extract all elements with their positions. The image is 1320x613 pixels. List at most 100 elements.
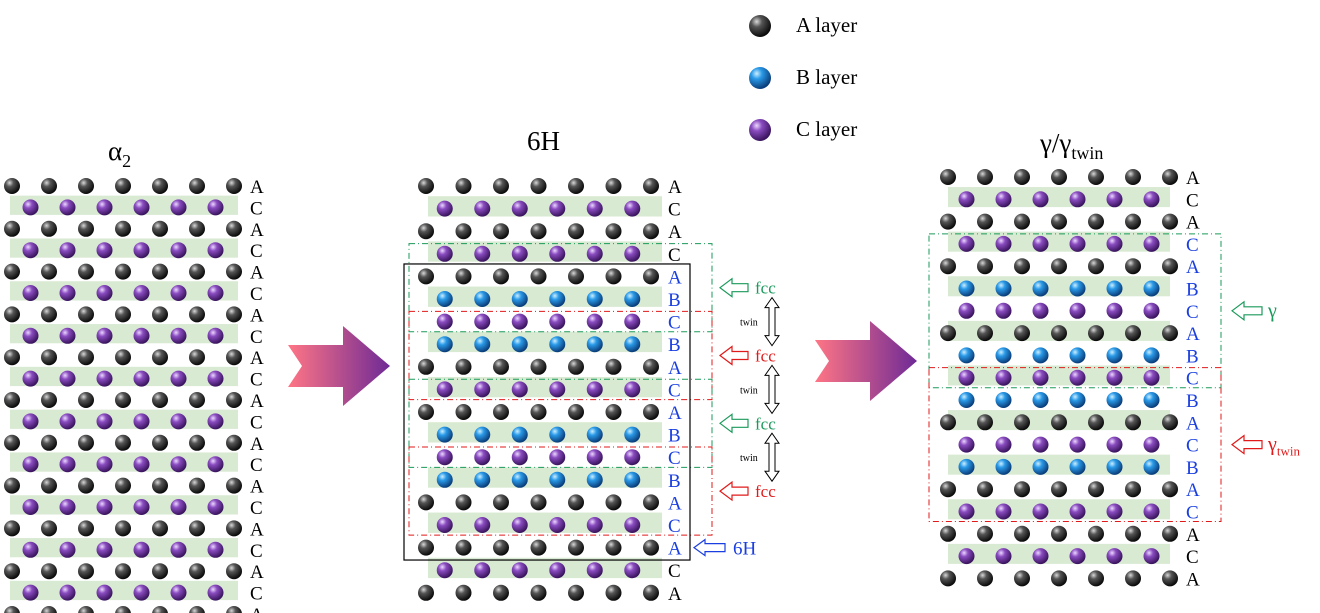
atom-a [1162,414,1178,431]
atom-a [418,539,434,556]
atom-a [4,392,20,408]
atom-a [605,404,622,420]
atom-a [226,477,242,494]
layer-label: A [668,177,682,198]
atom-c [958,548,975,565]
atom-b [474,426,491,443]
layer-label: C [250,327,263,348]
atom-a [940,414,956,431]
layer-label: A [250,305,264,326]
atom-a [977,213,993,230]
atom-a [530,268,547,285]
atom-b [1143,458,1160,475]
atom-a [115,434,131,451]
atom-a [643,178,659,194]
atom-c [96,285,113,301]
layer-band [10,409,238,429]
atom-c [133,456,150,473]
atom-a [1014,414,1030,431]
atom-c [511,517,528,533]
atom-b [1106,347,1123,364]
layer-label: C [250,370,263,391]
layer-label: B [668,426,681,447]
fcc-label: fcc [755,279,776,298]
layer-label: A [250,562,264,583]
layer-band [10,238,238,258]
atom-a [643,494,659,511]
fcc-label: fcc [755,482,776,501]
atom-a [189,178,205,194]
atom-a [1125,169,1141,185]
atom-a [78,434,94,451]
atom-a [977,414,993,431]
atom-c [1069,503,1086,520]
atom-c [549,313,566,330]
atom-a [41,392,57,408]
atom-c [958,369,975,386]
atom-c [995,369,1012,386]
layer-label: C [668,561,681,582]
layer-band [948,365,1170,386]
atom-a [1125,525,1141,542]
layer-label: A [250,434,264,455]
atom-a [115,563,131,580]
atom-c [133,541,150,558]
gamma-label: γtwin [1267,434,1300,459]
atom-c [59,413,76,430]
atom-a [493,358,509,375]
atom-a [605,584,622,601]
atom-a [115,349,131,366]
atom-c [59,199,76,216]
layer-label: B [1186,391,1199,412]
atom-b [958,347,975,364]
atom-a [1051,414,1067,431]
atom-a [1162,525,1178,542]
atom-a [568,223,584,240]
atom-c [133,285,150,301]
atom-a [189,220,205,237]
atom-a [152,520,168,537]
atom-a [1014,325,1030,342]
gamma-pointer-arrow [1231,434,1263,455]
layer-band [948,231,1170,252]
atom-a [189,349,205,366]
atom-c [624,562,641,579]
layer-label: A [250,348,264,369]
transition-arrow-1 [288,326,390,406]
atom-c [170,242,187,259]
gamma-pointer-arrow [1231,300,1263,321]
atom-a [1088,570,1104,587]
layer-band [10,195,238,215]
atom-a [568,494,584,511]
atom-c [133,413,150,430]
atom-a [977,325,993,342]
layer-label: C [668,448,681,469]
atom-a [530,358,547,375]
atom-c [474,449,491,466]
atom-a [493,223,509,240]
atom-a [1088,169,1104,185]
atom-a [41,477,57,494]
atom-a [418,358,434,375]
atom-c [22,285,39,301]
atom-a [568,268,584,285]
atom-a [1125,258,1141,275]
atom-a [643,268,659,285]
atom-c [586,562,603,579]
atom-a [1125,213,1141,230]
atom-b [1106,280,1123,297]
atom-c [995,191,1012,208]
atom-b [958,458,975,475]
atom-a [152,178,168,194]
atom-a [78,563,94,580]
atom-a [1088,213,1104,230]
atom-a [41,178,57,194]
panel-6h-structure: ACACABCBACABCBACACAfccfccfccfcctwintwint… [403,177,780,605]
atom-c [995,302,1012,319]
atom-c [1032,191,1049,208]
atom-c [207,541,224,558]
atom-c [22,499,39,515]
atom-c [511,381,528,398]
atom-b [511,471,528,488]
